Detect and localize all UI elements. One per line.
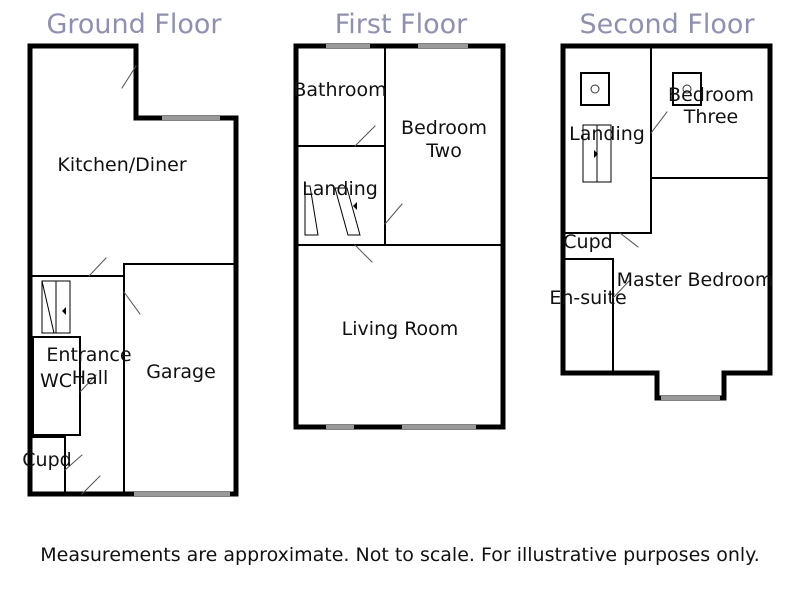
ground-floor-inner-walls <box>29 263 237 495</box>
ground-floor-outer-wall <box>27 43 239 497</box>
room-bedroom-three-line2: Three <box>683 106 739 128</box>
room-bedroom-three-line1: Bedroom <box>668 84 754 106</box>
room-master-bedroom: Master Bedroom <box>616 269 774 291</box>
windows <box>134 44 720 496</box>
room-entrance: Entrance <box>46 344 132 366</box>
room-living-room: Living Room <box>341 318 459 340</box>
second-floor-inner-walls <box>562 45 771 374</box>
room-bedroom-two-line1: Bedroom <box>401 117 487 139</box>
first-floor-outer-wall <box>293 43 506 430</box>
skylight-icons <box>590 84 692 94</box>
first-floor-title: First Floor <box>334 9 468 40</box>
room-landing-first: Landing <box>302 178 378 200</box>
room-hall: Hall <box>71 367 109 389</box>
room-kitchen-diner: Kitchen/Diner <box>57 154 187 176</box>
second-floor-outer-wall <box>560 43 773 401</box>
first-floor-inner-walls <box>295 45 504 246</box>
room-en-suite: En-suite <box>549 287 627 309</box>
room-garage: Garage <box>146 361 216 383</box>
stair-arrows <box>62 150 598 315</box>
door-swings <box>64 65 668 495</box>
ground-floor-title: Ground Floor <box>46 9 222 40</box>
room-cupd-ground: Cupd <box>22 449 72 471</box>
room-cupd-second: Cupd <box>563 231 613 253</box>
room-wc: WC <box>39 370 73 392</box>
disclaimer-text: Measurements are approximate. Not to sca… <box>40 544 760 566</box>
second-floor-title: Second Floor <box>579 9 755 40</box>
room-bedroom-two-line2: Two <box>426 140 462 162</box>
room-bathroom: Bathroom <box>293 79 387 101</box>
room-landing-second: Landing <box>569 123 645 145</box>
